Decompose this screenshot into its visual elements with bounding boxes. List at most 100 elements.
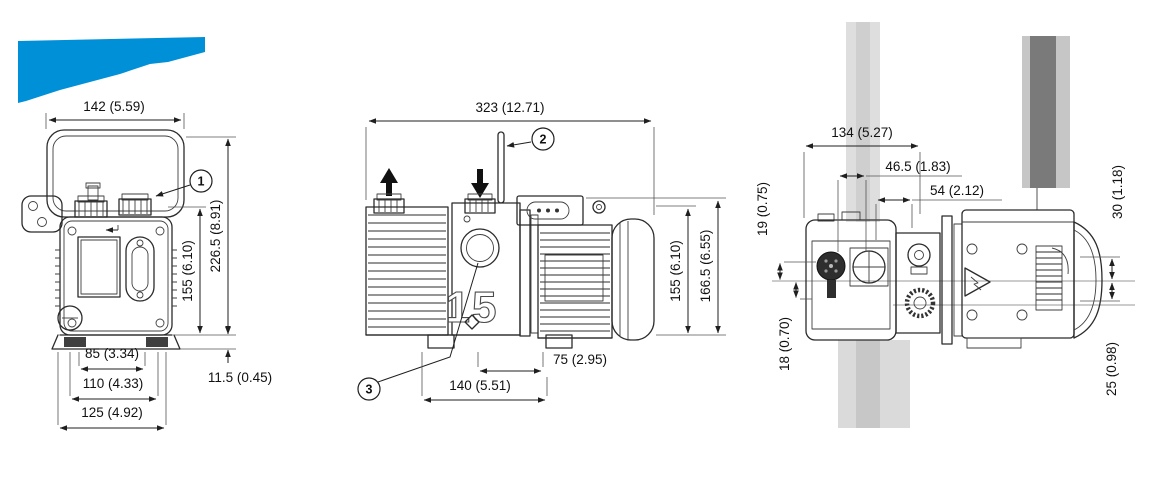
knob-cap bbox=[85, 182, 101, 189]
dim-110-label: 110 (4.33) bbox=[83, 376, 144, 391]
exhaust-arrow-stem bbox=[386, 183, 392, 196]
oil-sight-glass bbox=[460, 228, 500, 268]
exhaust-up-arrow-icon bbox=[380, 168, 398, 183]
oil-box-top bbox=[805, 211, 897, 341]
motor-flange bbox=[519, 209, 531, 337]
side-bracket bbox=[21, 195, 63, 233]
fan-cover-top bbox=[1073, 221, 1103, 339]
dim-75-label: 75 (2.95) bbox=[553, 352, 607, 367]
dim-323-label: 323 (12.71) bbox=[475, 100, 544, 115]
balloon-1-leader bbox=[155, 184, 191, 197]
dim-18-label: 18 (0.70) bbox=[777, 317, 792, 371]
fan-cover-inner bbox=[1073, 229, 1097, 331]
corner-screw bbox=[966, 243, 978, 255]
dim-226-5-label: 226.5 (8.91) bbox=[208, 200, 223, 273]
fan-cover bbox=[611, 218, 655, 341]
balloon-3-label: 3 bbox=[366, 383, 373, 397]
screw bbox=[463, 215, 471, 223]
side-ribs bbox=[172, 249, 177, 307]
dim-140-label: 140 (5.51) bbox=[449, 378, 511, 393]
screw bbox=[136, 239, 144, 247]
balloon-3-leader bbox=[377, 262, 479, 383]
intake-port bbox=[464, 198, 496, 214]
mounting-flange bbox=[941, 215, 953, 345]
mid-housing bbox=[895, 232, 941, 334]
connector-pin bbox=[537, 208, 541, 213]
drain-cap bbox=[57, 305, 83, 331]
side-ribs bbox=[55, 249, 60, 307]
body-outline bbox=[59, 216, 173, 336]
port-knurl bbox=[78, 202, 104, 216]
top-view: 134 (5.27) 46.5 (1.83) 54 (2.12) 19 (0.7… bbox=[755, 125, 1135, 396]
motor-body bbox=[537, 224, 613, 339]
carry-handle bbox=[46, 129, 185, 218]
balloon-2-leader bbox=[506, 141, 532, 148]
port-cap bbox=[467, 193, 493, 201]
knob-stem bbox=[87, 185, 99, 201]
knob-stem bbox=[827, 280, 836, 298]
motor-fins bbox=[540, 232, 610, 332]
extension-lines bbox=[837, 180, 867, 252]
port-detail bbox=[910, 266, 928, 275]
pump-front-body bbox=[55, 216, 177, 336]
balloon-1: 1 bbox=[155, 169, 213, 197]
handle-inner bbox=[52, 135, 179, 212]
intake-port-top bbox=[904, 287, 936, 319]
extension-lines bbox=[168, 136, 236, 350]
oil-box-face bbox=[811, 240, 891, 330]
dim-54-label: 54 (2.12) bbox=[930, 183, 984, 198]
connector-pin bbox=[546, 208, 550, 213]
balloon-1-label: 1 bbox=[198, 175, 205, 189]
dim-30-label: 30 (1.18) bbox=[1110, 165, 1125, 219]
foot-pad bbox=[64, 337, 86, 347]
port-knurl bbox=[469, 200, 489, 212]
pump-side-body: 15 bbox=[365, 202, 521, 336]
motor-side bbox=[516, 195, 655, 341]
mid-section-top bbox=[895, 232, 941, 334]
lifting-eye bbox=[592, 200, 606, 214]
motor-outline bbox=[961, 209, 1075, 339]
corner-screw bbox=[155, 226, 165, 236]
front-view: 142 (5.59) bbox=[21, 99, 272, 431]
port-knurl bbox=[122, 200, 148, 214]
dim-46-5-label: 46.5 (1.83) bbox=[885, 159, 950, 174]
dim-125-label: 125 (4.92) bbox=[81, 405, 143, 420]
oil-window-inner bbox=[80, 239, 118, 295]
fan-cover-lines bbox=[619, 221, 629, 339]
pump-model-marking: 15 bbox=[446, 283, 499, 332]
extension-lines bbox=[803, 152, 921, 218]
cable-conduit bbox=[1051, 247, 1069, 275]
sight-glass-housing bbox=[125, 236, 155, 302]
dim-155-side-label: 155 (6.10) bbox=[668, 240, 683, 302]
oil-sight-glass-inner bbox=[466, 234, 494, 262]
intake-arrow-stem bbox=[477, 169, 483, 183]
flow-arrows bbox=[380, 168, 489, 198]
body-inner-line bbox=[63, 220, 169, 332]
sight-glass-recess bbox=[849, 247, 889, 287]
motor-top bbox=[941, 209, 1103, 349]
power-connector bbox=[526, 201, 570, 220]
corner-screw bbox=[966, 309, 978, 321]
drain-plug bbox=[464, 314, 480, 330]
extension-lines bbox=[45, 113, 185, 129]
extension-lines bbox=[1080, 256, 1120, 302]
rib-block bbox=[1035, 245, 1063, 311]
balloon-3: 3 bbox=[357, 262, 479, 401]
handle-outer bbox=[46, 129, 185, 218]
dim-85-label: 85 (3.34) bbox=[85, 346, 139, 361]
knob-dot bbox=[824, 269, 828, 273]
gasket bbox=[953, 223, 963, 337]
screw bbox=[136, 291, 144, 299]
lightning-bolt-icon bbox=[970, 276, 982, 291]
corner-screw bbox=[67, 318, 77, 328]
sight-glass-slot bbox=[131, 246, 149, 292]
intake-down-arrow-icon bbox=[471, 183, 489, 198]
extension-lines bbox=[365, 127, 655, 215]
shadow-artifact bbox=[856, 340, 880, 428]
extension-lines bbox=[421, 352, 548, 396]
dim-155-label: 155 (6.10) bbox=[180, 240, 195, 302]
pump-foot bbox=[427, 334, 455, 349]
oil-box-outline bbox=[805, 219, 897, 341]
housing-tab bbox=[817, 213, 835, 222]
